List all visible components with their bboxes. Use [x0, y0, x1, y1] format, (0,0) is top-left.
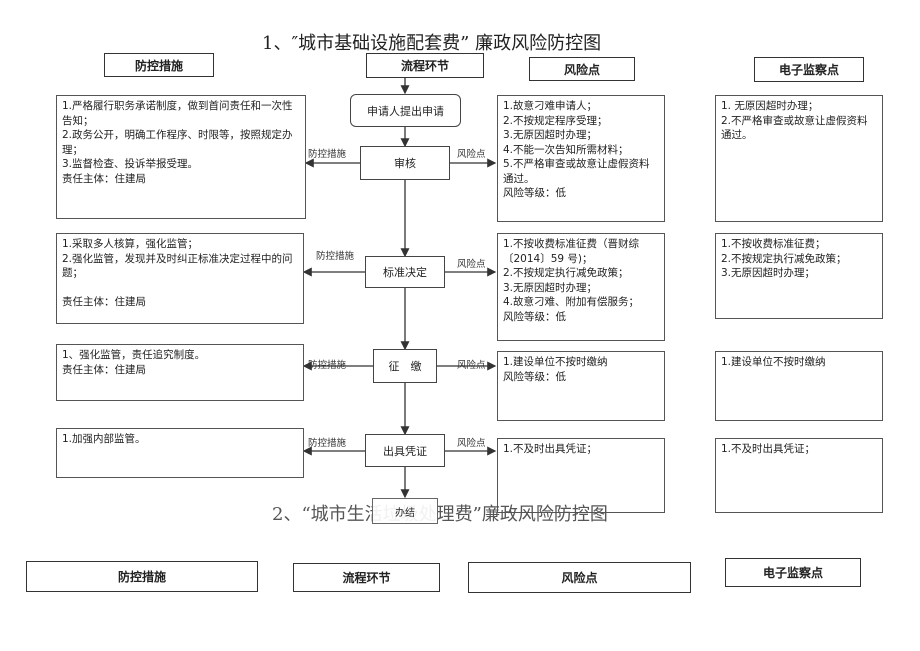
section1-title: 1、″城市基础设施配套费” 廉政风险防控图: [262, 33, 602, 54]
step-issue-voucher: 出具凭证: [365, 434, 445, 467]
supervision-box-voucher: 1.不及时出具凭证；: [715, 438, 883, 513]
risks-box-voucher: 1.不及时出具凭证；: [497, 438, 665, 513]
header-measures: 防控措施: [104, 53, 214, 77]
supervision-box-collection: 1.建设单位不按时缴纳: [715, 351, 883, 421]
step-review: 审核: [360, 146, 450, 180]
section2-header-supervision: 电子监察点: [725, 558, 861, 587]
header-process: 流程环节: [366, 53, 484, 78]
section2-title: 2、“城市生活垃圾处理费”廉政风险防控图: [272, 504, 608, 525]
step-standard-decision: 标准决定: [365, 256, 445, 288]
measure-connector-label: 防控措施: [308, 149, 347, 160]
measures-box-review: 1.严格履行职务承诺制度，做到首问责任和一次性告知； 2.政务公开，明确工作程序…: [56, 95, 306, 219]
measures-box-voucher: 1.加强内部监管。: [56, 428, 304, 478]
measure-connector-label: 防控措施: [308, 360, 347, 371]
risks-box-review: 1.故意刁难申请人； 2.不按规定程序受理； 3.无原因超时办理； 4.不能一次…: [497, 95, 665, 222]
step-collection: 征 缴: [373, 349, 437, 383]
step-application: 申请人提出申请: [350, 94, 461, 127]
section2-header-measures: 防控措施: [26, 561, 258, 592]
risk-connector-label: 风险点: [457, 438, 486, 449]
step-complete: 办结: [372, 498, 438, 524]
measures-box-collection: 1、强化监管，责任追究制度。 责任主体：住建局: [56, 344, 304, 401]
risk-connector-label: 风险点: [457, 360, 486, 371]
supervision-box-review: 1. 无原因超时办理； 2.不严格审查或故意让虚假资料通过。: [715, 95, 883, 222]
section2-header-process: 流程环节: [293, 563, 440, 592]
header-supervision: 电子监察点: [754, 57, 864, 82]
header-risks: 风险点: [529, 57, 635, 81]
risk-connector-label: 风险点: [457, 259, 486, 270]
measure-connector-label: 防控措施: [316, 251, 355, 262]
risks-box-collection: 1.建设单位不按时缴纳 风险等级：低: [497, 351, 665, 421]
supervision-box-standard: 1.不按收费标准征费； 2.不按规定执行减免政策； 3.无原因超时办理；: [715, 233, 883, 319]
measures-box-standard: 1.采取多人核算，强化监管； 2.强化监管，发现并及时纠正标准决定过程中的问题；…: [56, 233, 304, 324]
risk-connector-label: 风险点: [457, 149, 486, 160]
measure-connector-label: 防控措施: [308, 438, 347, 449]
risks-box-standard: 1.不按收费标准征费（晋财综〔2014〕59 号)； 2.不按规定执行减免政策；…: [497, 233, 665, 341]
section2-header-risks: 风险点: [468, 562, 691, 593]
